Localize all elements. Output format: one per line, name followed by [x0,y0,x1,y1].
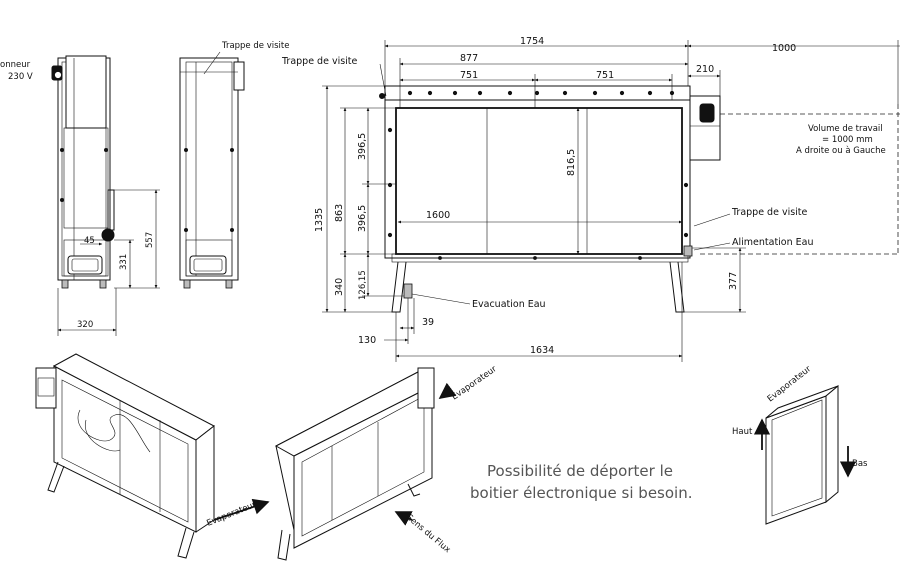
front-view: 1754 1000 877 751 751 210 Volume de trav… [281,36,900,362]
dim-320: 320 [77,320,93,330]
dim-396-5-top: 396,5 [357,133,368,160]
note-line-2: boitier électronique si besoin. [470,484,692,502]
iso-view-middle: Evaporateur Evaporateur Sens du Flux [205,364,499,561]
dim-816-5: 816,5 [566,149,577,176]
dim-751-right: 751 [596,70,614,81]
water-drain-label: Evacuation Eau [472,299,546,310]
dim-331: 331 [119,254,129,270]
dim-45: 45 [84,236,95,246]
evaporator-top-label: Haut [732,427,753,437]
dim-1634: 1634 [530,345,554,356]
top-screws [387,90,689,260]
water-supply-label: Alimentation Eau [732,237,814,248]
dim-863: 863 [334,204,345,222]
dim-1335: 1335 [314,208,325,232]
dim-126-15: 126,15 [358,270,368,300]
dim-557: 557 [145,232,155,248]
connector-voltage-label: 230 V [8,72,33,82]
work-volume-label-3: A droite ou à Gauche [796,146,886,156]
dim-377: 377 [728,272,739,290]
dim-877: 877 [460,53,478,64]
connector-label: onneur [0,60,31,70]
dim-1000: 1000 [772,43,796,54]
flow-direction-label: Sens du Flux [404,513,452,556]
evaporator-bottom-label: Bas [852,459,868,469]
dim-130: 130 [358,335,376,346]
end-view-hatch-label: Trappe de visite [221,41,289,51]
evaporator-box: Haut Bas Evaporateur [732,364,868,525]
work-volume-label-2: = 1000 mm [822,135,873,145]
front-hatch-right-label: Trappe de visite [731,207,808,218]
front-hatch-top-label: Trappe de visite [281,56,358,67]
dim-340: 340 [334,278,345,296]
end-view: Trappe de visite [179,41,289,289]
dim-1600: 1600 [426,210,450,221]
dim-751-left: 751 [460,70,478,81]
side-view: 45 331 557 320 onneur 230 V [0,55,160,336]
dim-210: 210 [696,64,714,75]
dim-396-5-bottom: 396,5 [357,205,368,232]
iso-view-left [35,353,215,559]
note-line-1: Possibilité de déporter le [487,462,673,480]
dim-1754: 1754 [520,36,544,47]
work-volume-label-1: Volume de travail [808,124,883,134]
iso-evaporator-right-label: Evaporateur [450,364,499,403]
dim-39: 39 [422,317,434,328]
